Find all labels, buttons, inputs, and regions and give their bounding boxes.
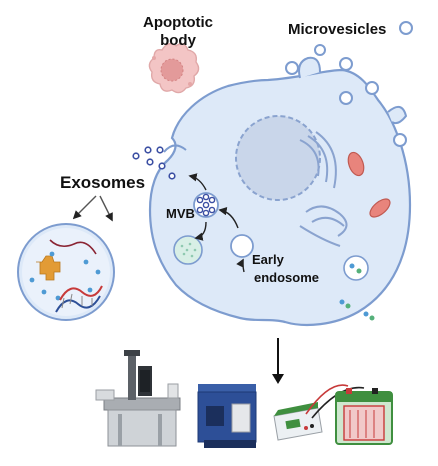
exosome-cargo-icon <box>17 223 115 321</box>
gel-tank-icon <box>305 384 393 445</box>
label-early-endosome-1: Early <box>252 252 285 267</box>
cycle-arrows <box>188 173 245 273</box>
microvesicle-icon <box>285 21 413 147</box>
dna-icon <box>55 285 103 313</box>
electrophoresis-power-supply-icon <box>273 402 323 441</box>
label-microvesicles: Microvesicles <box>288 21 386 38</box>
lysosome-icon <box>173 235 203 265</box>
golgi-icon <box>299 131 337 189</box>
released-molecules-icon <box>339 299 375 321</box>
down-arrow <box>272 338 284 384</box>
exosome-cargo-arrows <box>72 195 113 222</box>
label-apoptotic-body-2: body <box>160 32 196 49</box>
electron-microscope-icon <box>95 350 181 447</box>
label-early-endosome-2: endosome <box>254 270 319 285</box>
nucleus-icon <box>235 115 321 201</box>
endoplasmic-reticulum-icon <box>299 205 348 247</box>
endocytic-vesicle-icon <box>343 255 369 281</box>
mitochondrion-icon <box>347 151 391 218</box>
label-mvb: MVB <box>166 206 195 221</box>
label-apoptotic-body-1: Apoptotic <box>143 14 213 31</box>
early-endosome-icon <box>230 234 254 258</box>
nanoparticle-analyzer-icon <box>197 384 257 448</box>
mvb-icon <box>193 192 219 218</box>
apoptotic-body-icon <box>148 43 200 94</box>
exosome-dots <box>132 146 176 180</box>
label-exosomes: Exosomes <box>60 173 145 192</box>
